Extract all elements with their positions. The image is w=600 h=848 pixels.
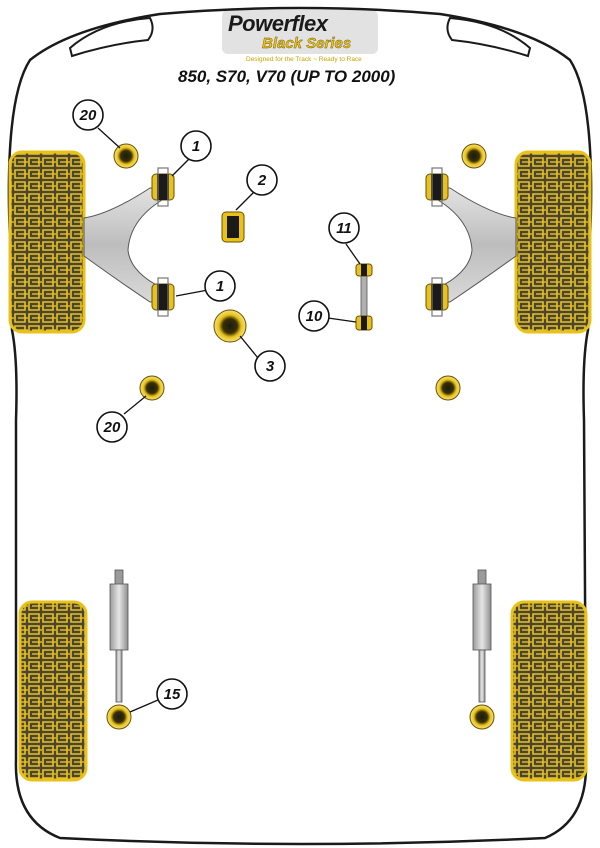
bush-1-upper-left	[151, 167, 175, 207]
bush-1-lower-right	[425, 277, 449, 317]
callout-label: 1	[216, 278, 224, 295]
brand-tagline: Designed for the Track ~ Ready to Race	[246, 56, 362, 63]
callout-label: 15	[164, 686, 181, 703]
callout-1-upper: 1	[180, 130, 212, 162]
car-body-outline	[7, 6, 593, 846]
callout-1-lower: 1	[204, 270, 236, 302]
callout-11: 11	[328, 212, 360, 244]
brand-name: Powerflex	[228, 11, 329, 36]
rear-left-tyre	[18, 600, 88, 782]
front-right-tyre	[514, 150, 592, 334]
brand-series: Black Series	[262, 35, 351, 52]
diagram-title: 850, S70, V70 (UP TO 2000)	[178, 67, 396, 86]
callout-label: 2	[257, 172, 267, 189]
powerflex-logo: Powerflex Black Series Designed for the …	[222, 10, 378, 63]
callout-10: 10	[298, 300, 330, 332]
mount-bush-20-mid-right	[435, 375, 461, 401]
callout-label: 20	[79, 107, 97, 124]
callout-20-mid: 20	[96, 411, 128, 443]
bush-1-lower-left	[151, 277, 175, 317]
callout-label: 3	[266, 358, 275, 375]
right-headlight	[446, 16, 532, 58]
bush-1-upper-right	[425, 167, 449, 207]
callout-15: 15	[156, 678, 188, 710]
callout-leaders	[97, 127, 361, 713]
front-left-tyre	[8, 150, 86, 334]
callout-label: 11	[336, 220, 352, 237]
callout-label: 10	[306, 308, 323, 325]
callout-3: 3	[254, 350, 286, 382]
callout-label: 1	[192, 138, 200, 155]
callout-20-top: 20	[72, 99, 104, 131]
rear-right-damper	[469, 569, 495, 730]
callout-label: 20	[103, 419, 121, 436]
callout-2: 2	[246, 164, 278, 196]
mount-bush-20-mid-left	[139, 375, 165, 401]
bush-2	[221, 211, 245, 243]
mount-bush-20-top-left	[113, 143, 139, 169]
front-left-wishbone	[83, 187, 163, 303]
front-right-wishbone	[437, 187, 517, 303]
drop-link	[355, 263, 373, 331]
bush-3	[213, 309, 247, 343]
rear-left-damper	[106, 569, 132, 730]
rear-right-tyre	[510, 600, 588, 782]
left-headlight	[68, 16, 154, 58]
mount-bush-20-top-right	[461, 143, 487, 169]
